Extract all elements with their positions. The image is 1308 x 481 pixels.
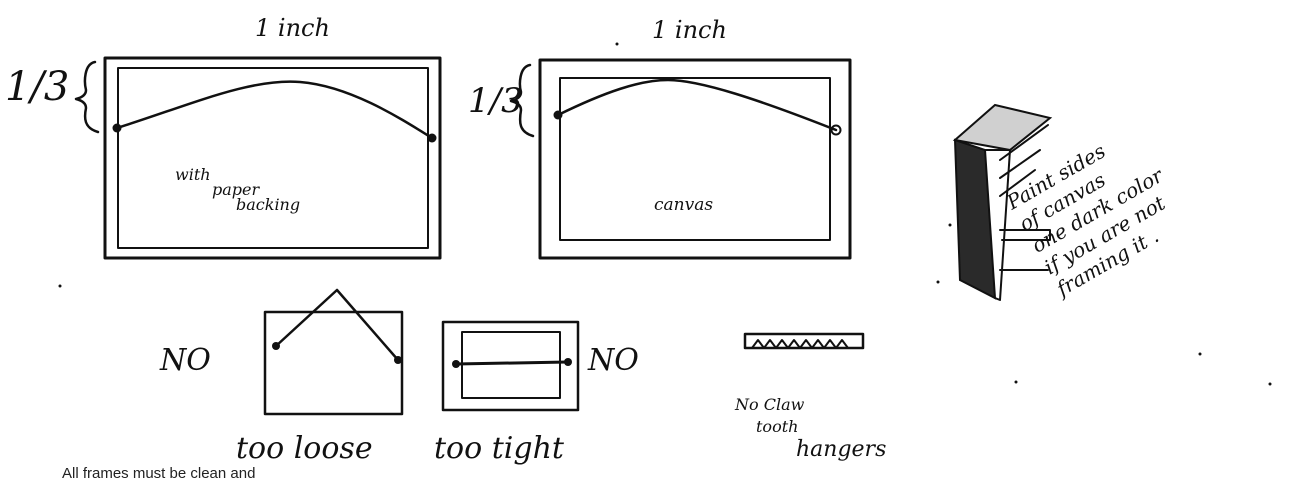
tight-frame-outer [441,320,580,412]
paper-specks [58,42,1272,386]
side-view-dark-side [953,138,997,300]
canvas-frame-inner [559,77,831,241]
canvas-frame-left-ring [553,110,563,120]
too-tight-example: NO too tight [434,320,639,466]
side-view-top-face [952,103,1053,152]
side-view-edge [984,149,1011,301]
loose-wire [274,288,400,362]
canvas-frame-outer [538,58,852,260]
too-loose-example: NO too loose [159,288,404,466]
tight-verdict: NO [587,343,639,378]
canvas-frame-width-label: 1 inch [652,16,727,44]
paper-frame-left-ring [112,123,122,133]
hanger-caption-3: hangers [796,437,886,462]
side-view-stretcher-bars [999,124,1051,271]
hanger-bar [743,332,865,350]
side-note: Paint sides of canvas one dark color if … [1002,139,1170,302]
tight-caption: too tight [434,431,565,466]
tight-left-ring [452,360,460,368]
hanger-caption-2: tooth [756,417,798,436]
claw-tooth-hanger-example: No Claw tooth hangers [734,332,886,462]
canvas-frame: 1 inch 1/3 canvas [468,16,852,260]
hanger-teeth [751,339,849,349]
paper-frame-width-label: 1 inch [255,14,330,42]
loose-frame [263,310,404,416]
canvas-frame-right-ring [830,124,842,136]
loose-verdict: NO [159,343,211,378]
tight-wire [454,360,570,366]
loose-caption: too loose [236,431,373,466]
tight-right-ring [564,358,572,366]
canvas-side-view [952,103,1053,301]
hanger-caption-1: No Claw [734,395,805,414]
paper-backed-frame: 1 inch 1/3 with paper backing [5,14,442,260]
canvas-frame-hanging-wire [556,78,838,132]
paper-frame-hanging-wire [115,80,434,140]
paper-frame-label-2: paper [212,180,260,199]
paper-frame-outer [103,56,442,260]
paper-frame-label-1: with [175,165,211,184]
paper-frame-right-ring [427,133,437,143]
footer-note: All frames must be clean and [62,465,256,481]
paper-frame-brace [74,60,100,134]
loose-right-ring [394,356,402,364]
paper-frame-label-3: backing [236,195,300,214]
canvas-frame-brace [509,63,535,138]
loose-left-ring [272,342,280,350]
paper-frame-fraction-label: 1/3 [5,64,69,110]
canvas-frame-label: canvas [654,195,713,215]
paper-frame-inner [117,67,429,249]
